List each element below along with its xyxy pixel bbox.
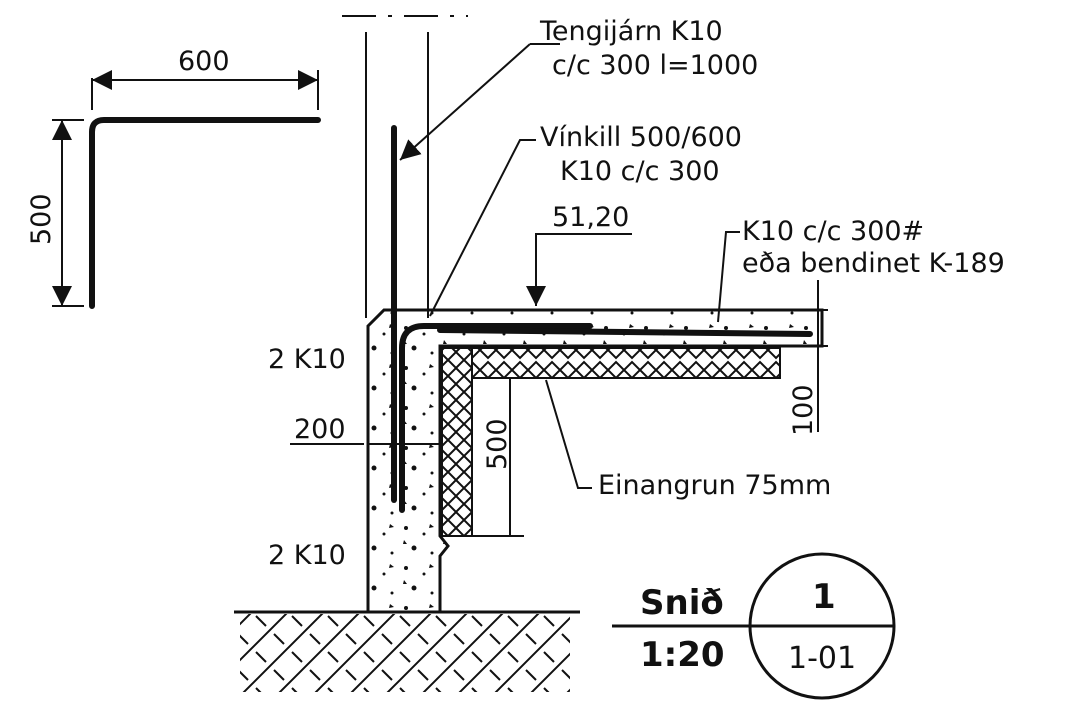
mesh-label-1: K10 c/c 300# [742,216,924,247]
bar-height-dimension: 500 [26,193,57,245]
section-title: Snið [640,583,724,623]
tengijarn-label-1: Tengijárn K10 [539,16,723,47]
bars-bottom-label: 2 K10 [268,540,346,571]
vinkill-label-2: K10 c/c 300 [560,156,720,187]
bars-top-label: 2 K10 [268,344,346,375]
ground [234,610,580,692]
rebars [391,125,813,513]
vinkill-label-1: Vínkill 500/600 [540,122,742,153]
insulation-depth-label: 500 [482,418,513,470]
tengijarn-label-2: c/c 300 l=1000 [552,50,758,81]
bar-length-dimension: 600 [178,46,230,77]
slab-thickness-dimension: 100 [780,280,828,436]
wall-thickness-label: 200 [294,414,346,445]
slab-thickness-label: 100 [788,384,819,436]
insulation-horizontal [471,347,781,379]
insulation-label: Einangrun 75mm [598,470,831,501]
section-number: 1 [812,577,836,617]
section-sheet: 1-01 [788,641,856,676]
wall-above [342,15,468,318]
bent-bar-detail: 600 500 [26,46,321,309]
section-scale: 1:20 [640,635,725,675]
leader-lines [290,43,740,489]
level-label: 51,20 [552,202,629,233]
mesh-label-2: eða bendinet K-189 [742,248,1005,279]
insulation-vertical [441,347,473,537]
insulation-depth-dimension: 500 [472,378,524,537]
section-title-block: Snið 1:20 1 1-01 [612,552,896,700]
